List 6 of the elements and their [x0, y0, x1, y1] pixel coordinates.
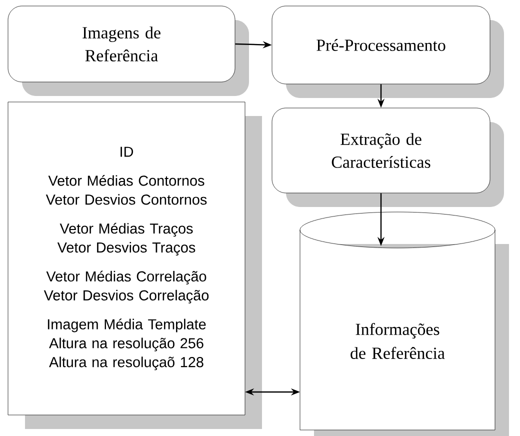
process-box: Extração de Características: [272, 108, 504, 207]
record-box: ID Vetor Médias Contornos Vetor Desvios Contornos Vetor Médias Traços Vetor Desvios Traços Vetor Médias Correlação Vetor Desvios Correlação Imagem Média Template Altura na resolução 256 Altura na resoluçaõ 128: [8, 102, 262, 429]
node-label: Informações de Referência: [350, 322, 445, 359]
database-cylinder: Informações de Referência: [300, 212, 509, 436]
process-box: Pré-Processamento: [272, 6, 504, 98]
process-box: Imagens de Referência: [8, 6, 249, 96]
